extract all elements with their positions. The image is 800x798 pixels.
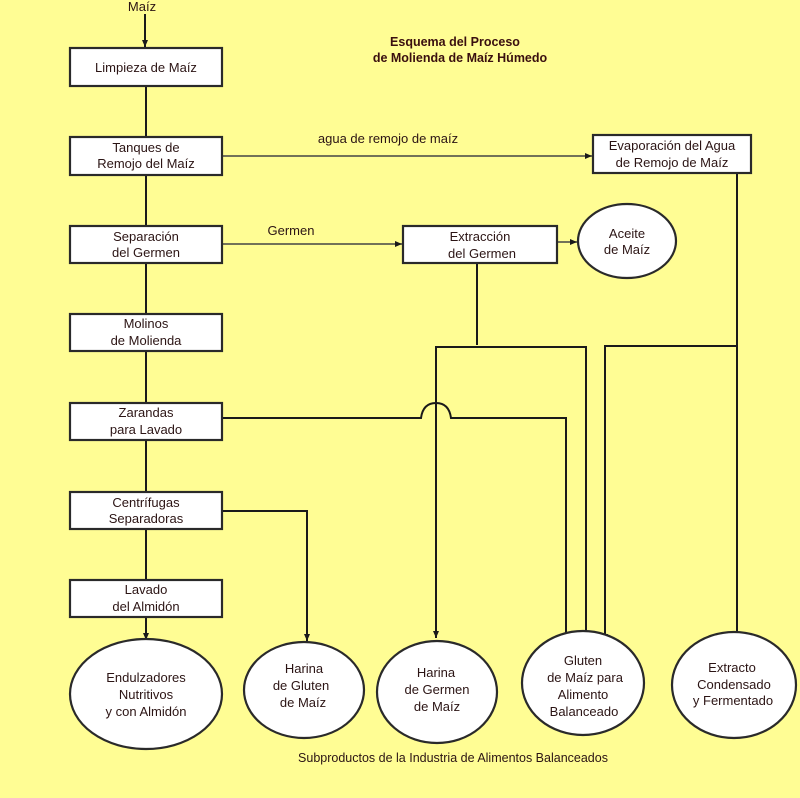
- step-molinos-label-2: de Molienda: [111, 333, 183, 348]
- step-molinos[interactable]: Molinos de Molienda: [68, 312, 224, 353]
- step-extraccion[interactable]: Extracción del Germen: [401, 224, 559, 265]
- step-limpieza-label: Limpieza de Maíz: [95, 60, 197, 75]
- step-separacion-label-2: del Germen: [112, 245, 180, 260]
- diagram-title-line2: de Molienda de Maíz Húmedo: [373, 51, 548, 65]
- connectors: [142, 14, 740, 641]
- flow-label-agua: agua de remojo de maíz: [318, 131, 458, 146]
- line-zarandas-to-gluten: [222, 401, 569, 641]
- flow-label-germen: Germen: [268, 223, 315, 238]
- product-harina-gluten-label-1: Harina: [285, 661, 324, 676]
- product-gluten-maiz[interactable]: Gluten de Maíz para Alimento Balanceado: [520, 629, 646, 737]
- product-gluten-maiz-label-2: de Maíz para: [547, 670, 624, 685]
- product-harina-gluten-label-3: de Maíz: [280, 695, 326, 710]
- step-zarandas[interactable]: Zarandas para Lavado: [68, 401, 224, 442]
- step-lavado-label-1: Lavado: [125, 582, 168, 597]
- step-extraccion-label-2: del Germen: [448, 246, 516, 261]
- step-tanques-label-1: Tanques de: [112, 140, 179, 155]
- step-evaporacion[interactable]: Evaporación del Agua de Remojo de Maíz: [591, 133, 753, 175]
- step-molinos-label-1: Molinos: [124, 316, 169, 331]
- product-extracto[interactable]: Extracto Condensado y Fermentado: [670, 630, 798, 740]
- product-harina-germen-label-2: de Germen: [404, 682, 469, 697]
- product-harina-gluten[interactable]: Harina de Gluten de Maíz: [242, 640, 366, 740]
- step-centrifugas-label-1: Centrífugas: [112, 495, 180, 510]
- step-tanques[interactable]: Tanques de Remojo del Maíz: [68, 135, 224, 177]
- step-zarandas-label-1: Zarandas: [119, 405, 174, 420]
- product-extracto-label-1: Extracto: [708, 660, 756, 675]
- input-label: Maíz: [128, 0, 156, 14]
- line-evaporacion-to-gluten: [602, 345, 737, 641]
- product-endulzadores-label-1: Endulzadores: [106, 670, 186, 685]
- step-extraccion-label-1: Extracción: [450, 229, 511, 244]
- footer-caption: Subproductos de la Industria de Alimento…: [298, 751, 608, 765]
- step-lavado-label-2: del Almidón: [112, 599, 179, 614]
- product-aceite-label-1: Aceite: [609, 226, 645, 241]
- step-limpieza[interactable]: Limpieza de Maíz: [68, 46, 224, 88]
- product-aceite[interactable]: Aceite de Maíz: [576, 202, 678, 280]
- product-extracto-label-3: y Fermentado: [693, 693, 773, 708]
- product-gluten-maiz-label-1: Gluten: [564, 653, 602, 668]
- step-separacion[interactable]: Separación del Germen: [68, 224, 224, 265]
- product-endulzadores-label-2: Nutritivos: [119, 687, 174, 702]
- step-lavado[interactable]: Lavado del Almidón: [68, 578, 224, 619]
- step-centrifugas[interactable]: Centrífugas Separadoras: [68, 490, 224, 531]
- step-centrifugas-label-2: Separadoras: [109, 511, 184, 526]
- product-harina-germen-label-1: Harina: [417, 665, 456, 680]
- line-split-to-gluten-mid: [477, 346, 589, 641]
- product-endulzadores[interactable]: Endulzadores Nutritivos y con Almidón: [68, 637, 224, 751]
- step-zarandas-label-2: para Lavado: [110, 422, 182, 437]
- step-evaporacion-label-2: de Remojo de Maíz: [616, 155, 729, 170]
- product-gluten-maiz-label-4: Balanceado: [550, 704, 619, 719]
- product-harina-germen[interactable]: Harina de Germen de Maíz: [375, 639, 499, 745]
- step-separacion-label-1: Separación: [113, 229, 179, 244]
- product-gluten-maiz-label-3: Alimento: [558, 687, 609, 702]
- product-harina-gluten-label-2: de Gluten: [273, 678, 329, 693]
- product-harina-germen-label-3: de Maíz: [414, 699, 460, 714]
- product-endulzadores-label-3: y con Almidón: [106, 704, 187, 719]
- line-centrifugas-to-harina-gluten: [222, 510, 310, 641]
- line-split-to-harina-germen: [433, 346, 477, 638]
- product-aceite-label-2: de Maíz: [604, 242, 650, 257]
- step-evaporacion-label-1: Evaporación del Agua: [609, 138, 736, 153]
- step-tanques-label-2: Remojo del Maíz: [97, 156, 195, 171]
- diagram-title-line1: Esquema del Proceso: [390, 35, 520, 49]
- product-extracto-label-2: Condensado: [697, 677, 771, 692]
